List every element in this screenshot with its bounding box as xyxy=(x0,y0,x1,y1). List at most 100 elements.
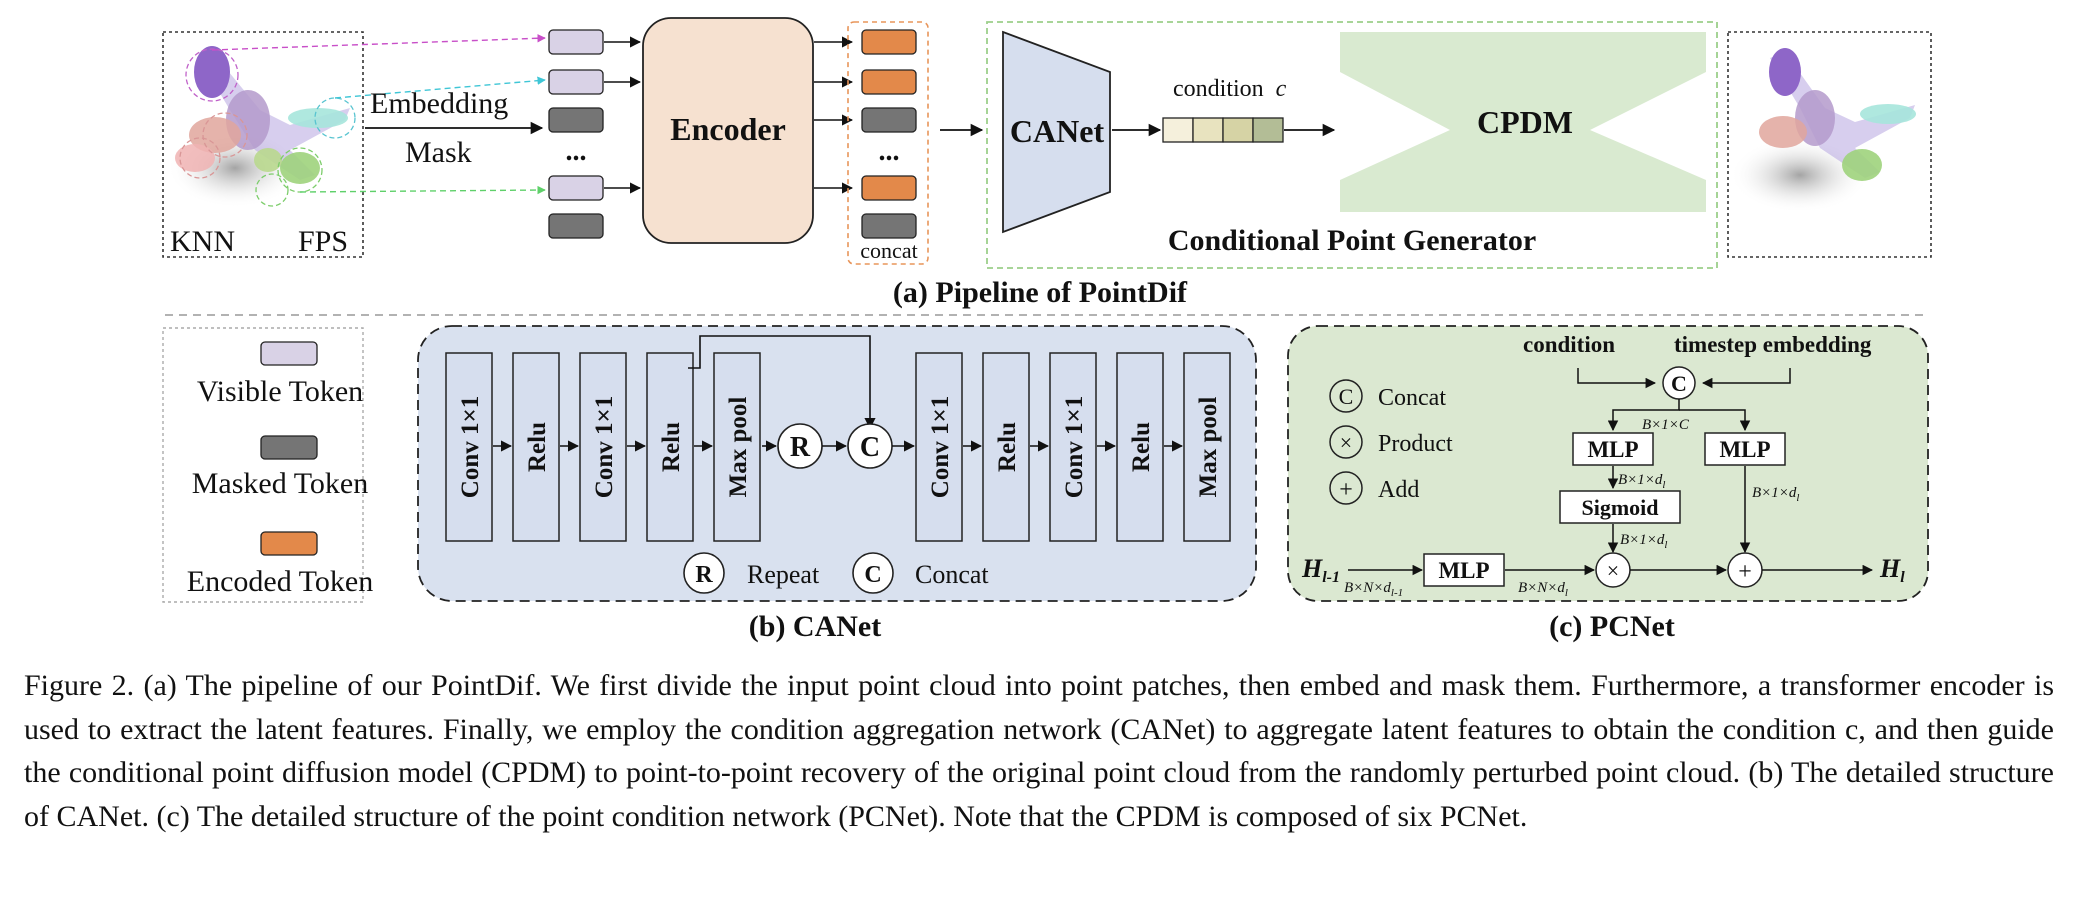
cpdm-label: CPDM xyxy=(1477,104,1573,140)
encoded-token xyxy=(861,175,917,201)
dim-b1d-2-sub: l xyxy=(1664,539,1667,551)
dim-b1d-1-sub: l xyxy=(1662,479,1665,491)
legend-add-symbol: + xyxy=(1339,477,1353,503)
canet-right-block-label-1: Relu xyxy=(994,422,1021,472)
token-ellipsis: ... xyxy=(566,136,587,167)
generator-title: Conditional Point Generator xyxy=(1168,224,1536,257)
repeat-legend-symbol: R xyxy=(695,562,713,588)
dim-in-main: B×N×d xyxy=(1344,580,1391,596)
condition-input-label: condition xyxy=(1523,332,1615,357)
output-h-main: H xyxy=(1879,554,1901,583)
canet-right-block-label-3: Relu xyxy=(1128,422,1155,472)
canet-left-block-3 xyxy=(646,352,694,542)
mask-label: Mask xyxy=(405,136,472,169)
dim-b1d-2-main: B×1×d xyxy=(1620,532,1665,548)
concat-op-symbol: C xyxy=(860,432,880,463)
encoded-token xyxy=(861,29,917,55)
encoded-token xyxy=(861,69,917,95)
dim-b1d-1: B×1×dl xyxy=(1618,472,1665,491)
mlp-input-label: MLP xyxy=(1438,558,1489,583)
canet-left-block-4 xyxy=(713,352,761,542)
condition-word: condition xyxy=(1173,76,1264,102)
add-op-symbol: + xyxy=(1738,559,1752,585)
concat-legend-label: Concat xyxy=(915,560,989,589)
cpdm-shape xyxy=(1340,32,1706,212)
mlp-left-box xyxy=(1572,432,1654,466)
canet-subtitle: (b) CANet xyxy=(749,610,881,643)
timestep-input-label: timestep embedding xyxy=(1674,332,1872,357)
mlp-left-label: MLP xyxy=(1587,437,1638,462)
legend-concat-icon xyxy=(1329,379,1363,413)
sigmoid-label: Sigmoid xyxy=(1581,495,1658,520)
dim-bnd-main: B×N×d xyxy=(1518,580,1565,596)
output-point-cloud xyxy=(1727,31,1932,258)
canet-right-block-3 xyxy=(1116,352,1164,542)
canet-left-block-label-1: Relu xyxy=(524,422,551,472)
repeat-legend-circle xyxy=(683,552,725,594)
embedding-label: Embedding xyxy=(370,87,508,120)
canet-left-block-label-3: Relu xyxy=(658,422,685,472)
masked-token xyxy=(548,107,604,133)
masked-token xyxy=(861,107,917,133)
legend-masked-swatch xyxy=(260,435,318,460)
masked-token-stack: ... xyxy=(548,29,604,239)
pcnet-subtitle: (c) PCNet xyxy=(1549,610,1675,643)
figure-caption: Figure 2. (a) The pipeline of our PointD… xyxy=(24,669,2054,833)
condition-symbol: c xyxy=(1276,76,1287,102)
canet-right-block-1 xyxy=(982,352,1030,542)
dim-b1d-3-sub: l xyxy=(1796,492,1799,504)
repeat-legend-label: Repeat xyxy=(747,560,820,589)
output-h-sub: l xyxy=(1900,569,1905,586)
concat-legend-symbol: C xyxy=(864,562,881,588)
input-h-sub: l-1 xyxy=(1322,569,1340,586)
airplane-point-cloud-icon xyxy=(175,46,350,184)
legend-add-icon xyxy=(1329,471,1363,505)
encoded-ellipsis: ... xyxy=(879,136,900,167)
pipeline-subtitle: (a) Pipeline of PointDif xyxy=(893,276,1188,309)
masked-token xyxy=(548,213,604,239)
dim-in-sub: l-1 xyxy=(1391,587,1403,599)
canet-right-block-label-2: Conv 1×1 xyxy=(1061,396,1088,498)
encoder-block xyxy=(642,17,814,244)
legend-visible-swatch xyxy=(260,341,318,366)
legend-concat-symbol: C xyxy=(1339,384,1354,409)
legend-encoded-swatch xyxy=(260,531,318,556)
dim-in: B×N×dl-1 xyxy=(1344,580,1403,599)
dim-b1d-2: B×1×dl xyxy=(1620,532,1667,551)
legend-masked-label: Masked Token xyxy=(192,467,368,500)
input-point-cloud: KNN FPS xyxy=(162,31,364,258)
canet-right-block-label-4: Max pool xyxy=(1195,397,1222,498)
legend-product-symbol: × xyxy=(1340,430,1352,455)
visible-token xyxy=(548,69,604,95)
dim-bnd-sub: l xyxy=(1565,587,1568,599)
input-h-label: Hl-1 xyxy=(1301,554,1340,586)
visible-token xyxy=(548,175,604,201)
knn-label: KNN xyxy=(170,225,235,258)
canet-right-block-4 xyxy=(1183,352,1231,542)
canet-right-block-2 xyxy=(1049,352,1097,542)
concat-legend-circle xyxy=(852,552,894,594)
canet-trapezoid xyxy=(1002,30,1111,234)
encoder-label: Encoder xyxy=(670,111,786,147)
mlp-right-box xyxy=(1704,432,1786,466)
canet-left-block-label-0: Conv 1×1 xyxy=(457,396,484,498)
dim-bnd: B×N×dl xyxy=(1518,580,1568,599)
legend-product-icon xyxy=(1329,425,1363,459)
dim-b1d-3-main: B×1×d xyxy=(1752,485,1797,501)
legend-product-label: Product xyxy=(1378,431,1453,457)
repeat-op-symbol: R xyxy=(790,432,811,463)
fps-label: FPS xyxy=(298,225,348,258)
token-legend: Visible Token Masked Token Encoded Token xyxy=(162,327,373,603)
conditional-point-generator xyxy=(986,21,1718,269)
condition-label: condition c xyxy=(1173,76,1287,102)
mlp-right-label: MLP xyxy=(1719,437,1770,462)
encoded-token-stack: ... concat xyxy=(847,21,929,265)
legend-encoded-label: Encoded Token xyxy=(187,565,373,598)
sigmoid-box xyxy=(1559,490,1681,524)
visible-token xyxy=(548,29,604,55)
masked-token xyxy=(861,213,917,239)
dim-b1d-3: B×1×dl xyxy=(1752,485,1799,504)
mlp-input-box xyxy=(1423,553,1505,587)
